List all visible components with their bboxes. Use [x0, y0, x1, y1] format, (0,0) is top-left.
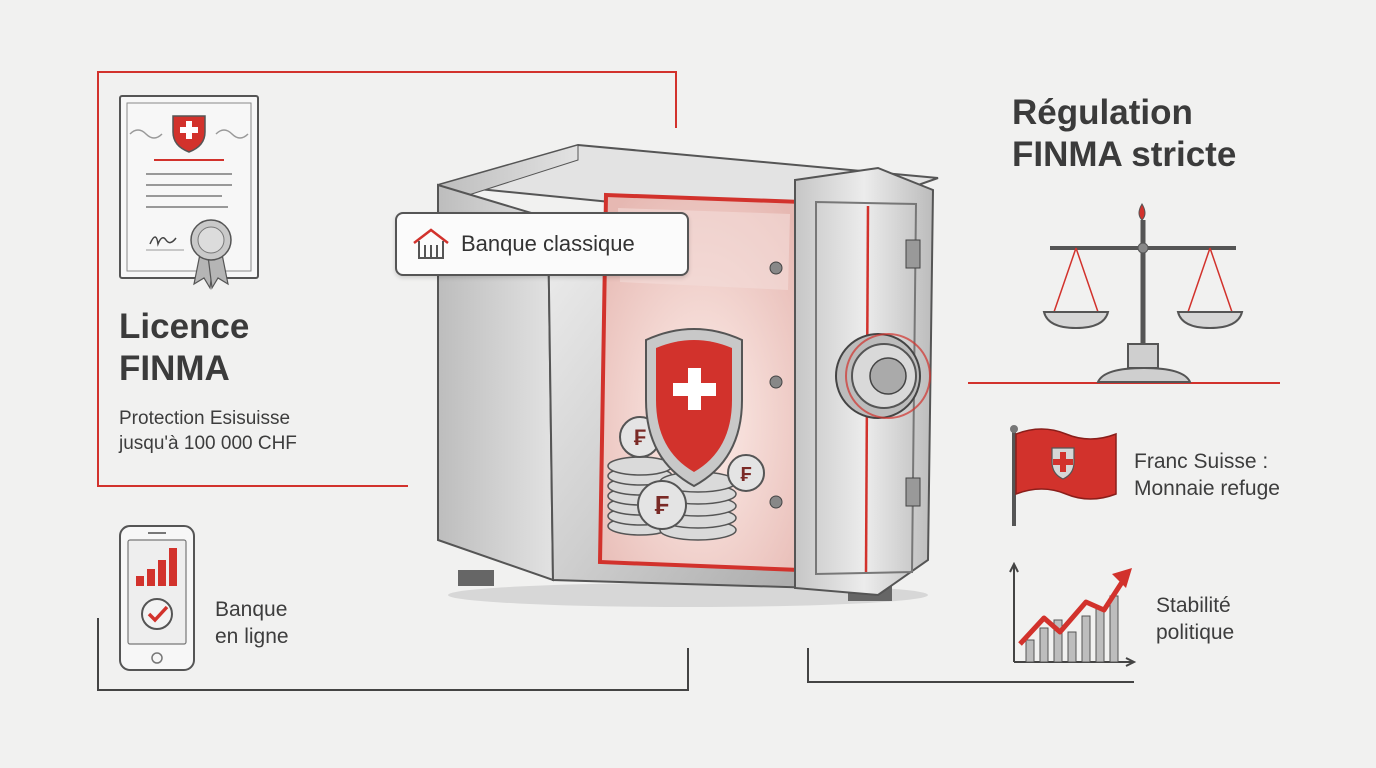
banque-en-ligne-line1: Banque [215, 598, 288, 621]
licence-desc-line1: Protection Esisuisse [119, 408, 291, 429]
regulation-title: Régulation FINMA stricte [1012, 92, 1236, 176]
stabilite-label: Stabilité politique [1156, 592, 1234, 647]
banque-classique-text: Banque classique [461, 231, 635, 256]
licence-description: Protection Esisuisse jusqu'à 100 000 CHF [119, 407, 297, 456]
swiss-flag-icon [1008, 424, 1118, 528]
banque-en-ligne-label: Banque en ligne [215, 596, 289, 651]
licence-title: Licence FINMA [119, 306, 249, 390]
growth-chart-icon [1004, 562, 1140, 670]
svg-text:₣: ₣ [740, 464, 751, 486]
regulation-title-line2: FINMA stricte [1012, 135, 1237, 174]
franc-line2: Monnaie refuge [1134, 477, 1280, 501]
licence-title-line1: Licence [119, 307, 250, 346]
banque-classique-label: Banque classique [395, 212, 689, 276]
franc-suisse-label: Franc Suisse : Monnaie refuge [1134, 448, 1280, 503]
licence-desc-line2: jusqu'à 100 000 CHF [119, 432, 297, 454]
svg-text:₣: ₣ [634, 425, 646, 450]
svg-text:₣: ₣ [655, 490, 669, 520]
smartphone-icon [118, 524, 196, 672]
regulation-title-line1: Régulation [1012, 93, 1193, 132]
stabilite-line2: politique [1156, 621, 1235, 645]
licence-title-line2: FINMA [119, 349, 230, 388]
safe-illustration: ₣ ₣ ₣ [428, 140, 948, 610]
certificate-icon [118, 94, 260, 290]
stabilite-line1: Stabilité [1156, 594, 1231, 617]
franc-line1: Franc Suisse : [1134, 450, 1269, 473]
scales-icon [1040, 200, 1246, 386]
house-icon [411, 227, 451, 261]
banque-en-ligne-line2: en ligne [215, 625, 289, 649]
